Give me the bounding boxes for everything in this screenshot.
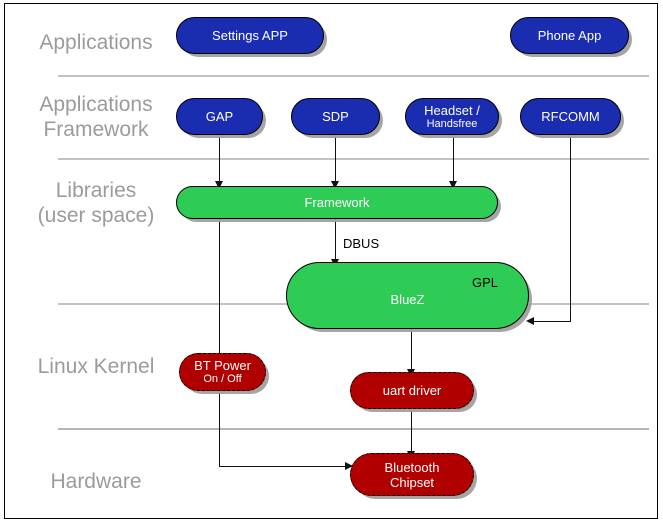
edge-headset-to-framework-arrow: [448, 181, 457, 189]
node-headset-handsfree-label: Headset /: [424, 102, 480, 118]
edge-headset-to-framework-line: [453, 135, 454, 183]
layer-label-applications: Applications: [39, 31, 153, 54]
layer-label-hardware: Hardware: [50, 470, 142, 493]
edge-gap-to-chipset-hline: [219, 466, 347, 467]
node-bt-power[interactable]: BT Power On / Off: [179, 353, 266, 391]
node-sdp-label: SDP: [322, 109, 349, 124]
node-framework-label: Framework: [304, 195, 370, 210]
node-rfcomm[interactable]: RFCOMM: [520, 98, 621, 135]
node-headset-handsfree-sublabel: Handsfree: [426, 117, 478, 130]
node-phone-app-label: Phone App: [537, 28, 602, 43]
node-settings-app[interactable]: Settings APP: [176, 17, 324, 54]
edge-uart-to-chipset-line: [411, 409, 412, 454]
node-framework[interactable]: Framework: [176, 186, 498, 219]
diagram-frame: Applications Applications Framework Libr…: [4, 3, 658, 519]
node-settings-app-label: Settings APP: [212, 28, 288, 43]
edge-gap-to-framework-arrow: [214, 181, 223, 189]
edge-bluez-to-uart-line: [411, 329, 412, 372]
node-headset-handsfree[interactable]: Headset / Handsfree: [405, 98, 499, 135]
edge-sdp-to-framework-line: [335, 135, 336, 183]
edge-gap-to-chipset-arrow: [345, 461, 353, 470]
divider-applications-framework: [58, 158, 649, 160]
node-bluez[interactable]: GPL BlueZ: [286, 262, 529, 329]
edge-gap-to-framework-line: [219, 135, 220, 183]
layer-label-linux-kernel: Linux Kernel: [37, 355, 155, 378]
divider-linux-kernel: [58, 428, 649, 430]
edge-rfcomm-to-bluez-hline: [533, 321, 571, 322]
edge-rfcomm-to-bluez-vline: [570, 135, 571, 322]
gpl-badge: GPL: [471, 275, 498, 290]
node-uart-driver-label: uart driver: [382, 383, 442, 398]
edge-rfcomm-to-bluez-arrow: [526, 316, 534, 325]
node-sdp[interactable]: SDP: [291, 98, 380, 135]
node-bluez-label: BlueZ: [390, 292, 425, 307]
node-bluetooth-chipset[interactable]: Bluetooth Chipset: [350, 453, 474, 496]
node-gap[interactable]: GAP: [176, 98, 263, 135]
node-bluetooth-chipset-label: Bluetooth: [384, 459, 440, 475]
node-gap-label: GAP: [205, 109, 234, 124]
node-bt-power-label: BT Power: [194, 358, 251, 373]
edge-label-dbus: DBUS: [343, 236, 380, 251]
edge-gap-to-chipset-vline: [219, 209, 220, 467]
node-phone-app[interactable]: Phone App: [510, 17, 629, 54]
node-uart-driver[interactable]: uart driver: [350, 372, 474, 409]
node-bt-power-sublabel: On / Off: [203, 373, 242, 385]
edge-framework-to-bluez-line: [335, 219, 336, 262]
layer-label-applications-framework: Applications Framework: [39, 93, 153, 141]
node-bluetooth-chipset-sublabel: Chipset: [389, 474, 435, 490]
layer-label-libraries: Libraries (user space): [37, 179, 155, 227]
divider-applications: [58, 75, 649, 77]
edge-sdp-to-framework-arrow: [330, 181, 339, 189]
node-rfcomm-label: RFCOMM: [541, 109, 600, 124]
